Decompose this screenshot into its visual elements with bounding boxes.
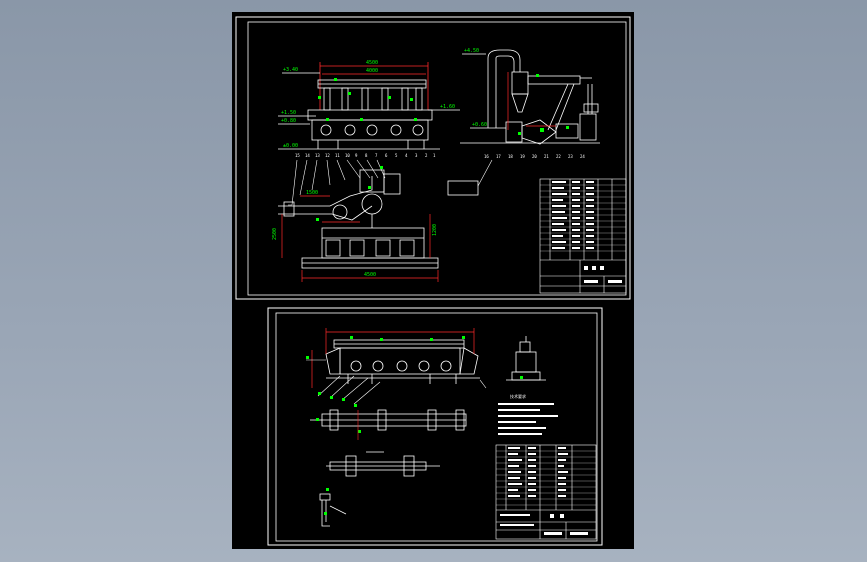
svg-text:6: 6 — [385, 153, 388, 158]
svg-text:13: 13 — [315, 153, 320, 158]
sheet-1-frame — [235, 16, 631, 300]
sheet-1-parts-list-text — [552, 181, 622, 283]
part-numbers-right: 16 17 18 19 20 21 22 23 24 — [484, 154, 585, 159]
elev-4-text: ±0.00 — [283, 143, 298, 149]
svg-text:21: 21 — [544, 154, 549, 159]
sheet-2-side-view — [506, 336, 546, 381]
sheet-2-inner-frame — [275, 312, 598, 542]
svg-text:19: 19 — [520, 154, 525, 159]
side-view-mark — [520, 376, 523, 379]
elev-5-text: +1.60 — [440, 104, 455, 110]
sheet-2-parts-list-rows — [496, 450, 596, 506]
sheet-2-beam-view — [310, 409, 467, 431]
svg-text:5: 5 — [395, 153, 398, 158]
drawing-sheet — [232, 12, 634, 549]
tech-notes-heading: 技术要求 — [510, 393, 526, 399]
svg-text:18: 18 — [508, 154, 513, 159]
svg-text:4: 4 — [405, 153, 408, 158]
elev-1-text: +3.40 — [283, 67, 298, 73]
leader-lines-left — [288, 159, 386, 206]
dryer-annotations — [318, 78, 417, 121]
svg-text:23: 23 — [568, 154, 573, 159]
elev-3-text: +0.80 — [281, 118, 296, 124]
svg-text:20: 20 — [532, 154, 537, 159]
sheet-2-annotations — [306, 336, 465, 407]
sheet-2-parts-list-text — [500, 447, 588, 535]
svg-text:12: 12 — [325, 153, 330, 158]
sheet-2-dimensions — [311, 328, 475, 388]
dim-right-text: 1200 — [432, 224, 438, 236]
tech-notes-lines — [498, 403, 558, 435]
cyclone-fan-view — [460, 49, 600, 145]
svg-text:3: 3 — [415, 153, 418, 158]
svg-text:22: 22 — [556, 154, 561, 159]
note-leader — [477, 159, 493, 187]
svg-text:7: 7 — [375, 153, 378, 158]
sheet-1-inner-frame — [247, 21, 627, 296]
part-numbers-left: 15 14 13 12 11 10 9 8 7 6 5 4 3 2 1 — [295, 153, 436, 158]
svg-text:1: 1 — [433, 153, 436, 158]
dim-mid-text: 1500 — [306, 190, 318, 196]
sheet-2-title-block — [495, 444, 597, 540]
dim-top-text: 4500 — [366, 60, 378, 66]
bracket-annotations — [324, 488, 329, 515]
plan-dimensions — [281, 195, 439, 282]
svg-text:10: 10 — [345, 153, 350, 158]
plan-annotations — [316, 166, 383, 221]
sheet-1-parts-list-rows — [540, 184, 626, 252]
dim-vertical-text: 2500 — [272, 228, 278, 240]
dryer-side-view — [278, 62, 460, 150]
sheet-1[interactable]: 4500 4000 +3.40 +1.50 +0.80 ±0.00 +1.60 … — [235, 16, 631, 300]
sheet-2-bracket-detail — [319, 493, 347, 527]
svg-text:9: 9 — [355, 153, 358, 158]
sheet-2-frame — [267, 307, 603, 546]
svg-text:8: 8 — [365, 153, 368, 158]
dim-bottom-text: 4500 — [364, 272, 376, 278]
svg-text:15: 15 — [295, 153, 300, 158]
svg-text:24: 24 — [580, 154, 585, 159]
elev-7-text: +0.60 — [472, 122, 487, 128]
sheet-2-leaders — [306, 359, 487, 405]
sheet-1-title-block — [539, 178, 627, 294]
svg-text:17: 17 — [496, 154, 501, 159]
dim-top2-text: 4000 — [366, 68, 378, 74]
cyclone-annotations — [518, 74, 569, 135]
dryer-plan-view — [278, 169, 439, 269]
elev-6-text: +4.50 — [464, 48, 479, 54]
cyclone-dimensions — [507, 72, 556, 130]
sheet-2-shaft-view — [326, 451, 440, 477]
svg-text:2: 2 — [425, 153, 428, 158]
beam-annotations — [316, 418, 361, 433]
note-box — [447, 180, 479, 196]
elev-2-text: +1.50 — [281, 110, 296, 116]
sheet-2[interactable]: 技术要求 — [267, 307, 603, 546]
svg-text:11: 11 — [335, 153, 340, 158]
svg-text:16: 16 — [484, 154, 489, 159]
svg-text:14: 14 — [305, 153, 310, 158]
